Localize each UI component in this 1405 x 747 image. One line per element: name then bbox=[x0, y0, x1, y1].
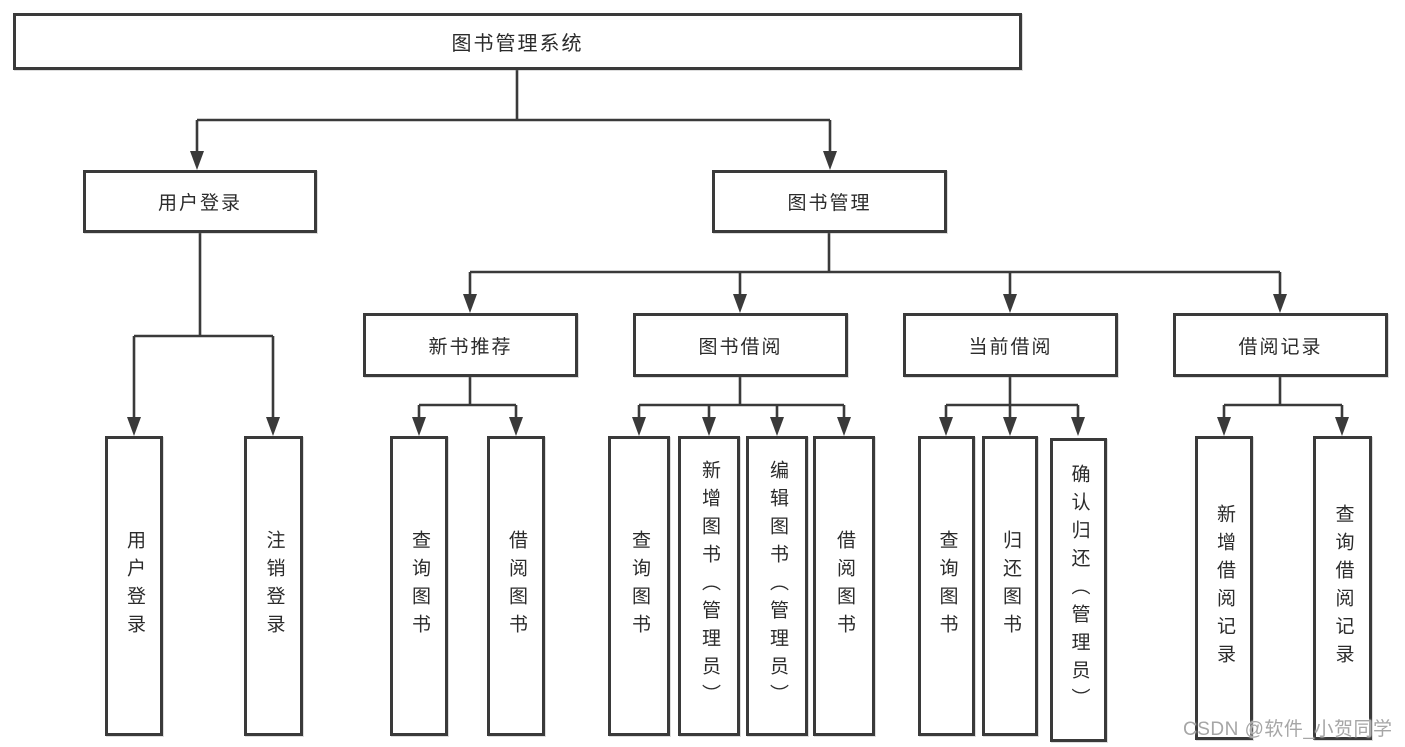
leaf-borrow-books: 借阅图书 bbox=[813, 436, 875, 736]
node-book-borrowing: 图书借阅 bbox=[633, 313, 848, 377]
leaf-query-books-borrow: 查询图书 bbox=[608, 436, 670, 736]
leaf-edit-books-admin: 编辑图书（管理员） bbox=[746, 436, 808, 736]
node-new-book-recommend-label: 新书推荐 bbox=[428, 336, 513, 358]
node-root-label: 图书管理系统 bbox=[451, 33, 584, 55]
connector-book-mgmt-fan bbox=[463, 233, 1287, 313]
connector-current-borrow-fan bbox=[939, 377, 1085, 436]
node-book-management: 图书管理 bbox=[712, 170, 947, 233]
leaf-query-books-current: 查询图书 bbox=[918, 436, 975, 736]
leaf-logout: 注销登录 bbox=[244, 436, 303, 736]
node-current-borrowing: 当前借阅 bbox=[903, 313, 1118, 377]
leaf-user-login-label: 用户登录 bbox=[123, 530, 145, 642]
leaf-add-books-admin-label: 新增图书（管理员） bbox=[698, 460, 720, 712]
leaf-confirm-return-admin: 确认归还（管理员） bbox=[1050, 438, 1107, 742]
node-user-login-label: 用户登录 bbox=[157, 193, 242, 214]
leaf-return-books-label: 归还图书 bbox=[999, 530, 1021, 642]
node-new-book-recommend: 新书推荐 bbox=[363, 313, 578, 377]
leaf-query-borrow-record: 查询借阅记录 bbox=[1313, 436, 1372, 740]
node-borrowing-records-label: 借阅记录 bbox=[1238, 336, 1323, 358]
leaf-borrow-books-recommend-label: 借阅图书 bbox=[505, 530, 527, 642]
leaf-logout-label: 注销登录 bbox=[263, 530, 285, 642]
connector-new-books-fan bbox=[412, 377, 523, 436]
leaf-user-login: 用户登录 bbox=[105, 436, 163, 736]
leaf-borrow-books-recommend: 借阅图书 bbox=[487, 436, 545, 736]
leaf-add-borrow-record-label: 新增借阅记录 bbox=[1213, 504, 1235, 672]
leaf-query-borrow-record-label: 查询借阅记录 bbox=[1332, 504, 1354, 672]
watermark-text: CSDN @软件_小贺同学 bbox=[1183, 719, 1393, 740]
node-current-borrowing-label: 当前借阅 bbox=[968, 336, 1053, 358]
leaf-confirm-return-admin-label: 确认归还（管理员） bbox=[1068, 464, 1090, 716]
node-borrowing-records: 借阅记录 bbox=[1173, 313, 1388, 377]
leaf-query-books-current-label: 查询图书 bbox=[936, 530, 958, 642]
leaf-add-borrow-record: 新增借阅记录 bbox=[1195, 436, 1253, 740]
node-root: 图书管理系统 bbox=[13, 13, 1022, 70]
leaf-add-books-admin: 新增图书（管理员） bbox=[678, 436, 740, 736]
node-book-management-label: 图书管理 bbox=[787, 193, 872, 214]
leaf-edit-books-admin-label: 编辑图书（管理员） bbox=[766, 460, 788, 712]
leaf-query-books-recommend-label: 查询图书 bbox=[408, 530, 430, 642]
leaf-borrow-books-label: 借阅图书 bbox=[833, 530, 855, 642]
connector-root-fan bbox=[190, 70, 837, 170]
connector-book-borrow-fan bbox=[632, 377, 851, 436]
leaf-return-books: 归还图书 bbox=[982, 436, 1038, 736]
connector-user-login-fan bbox=[127, 233, 280, 436]
node-book-borrowing-label: 图书借阅 bbox=[698, 336, 783, 358]
leaf-query-books-recommend: 查询图书 bbox=[390, 436, 448, 736]
node-user-login: 用户登录 bbox=[83, 170, 317, 233]
leaf-query-books-borrow-label: 查询图书 bbox=[628, 530, 650, 642]
connector-borrow-records-fan bbox=[1217, 377, 1349, 436]
